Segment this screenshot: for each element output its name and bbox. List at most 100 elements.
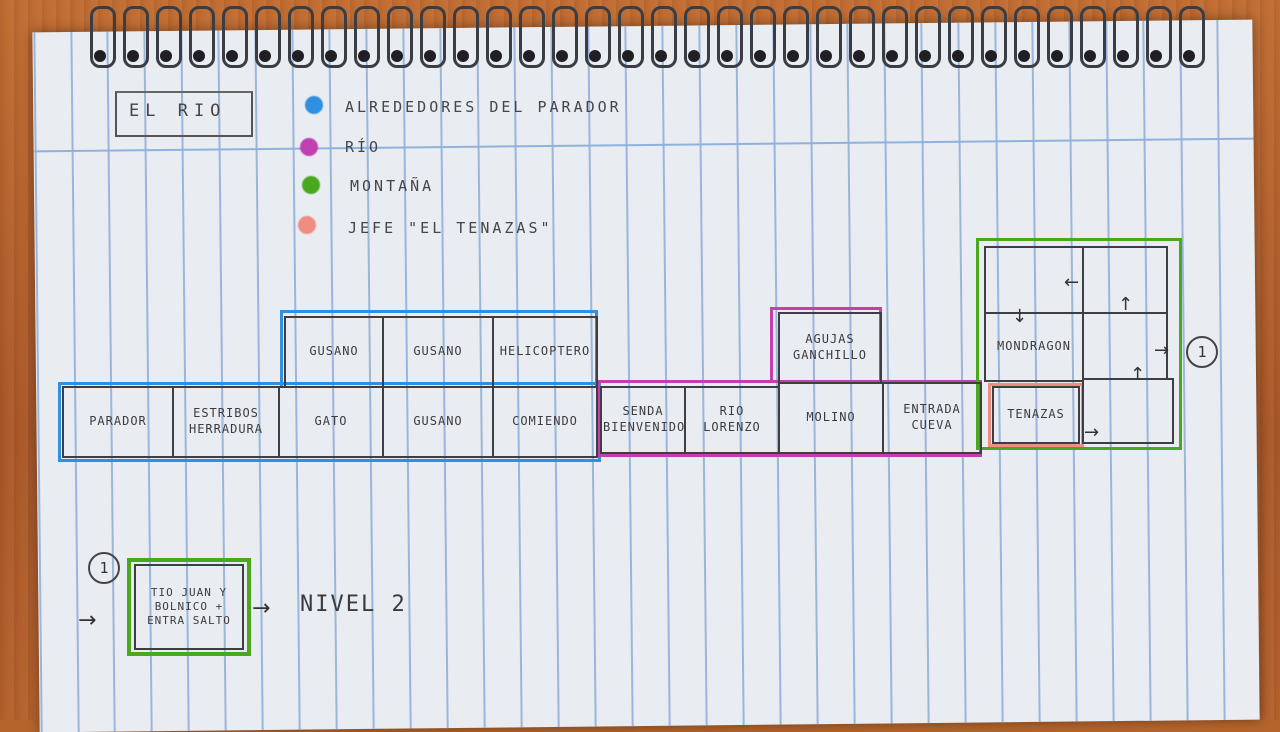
spiral-coil [255,6,281,68]
binding-hole [160,50,172,62]
legend-swatch-purple [300,138,318,156]
room-label: GUSANO [413,414,463,429]
legend-label: JEFE "EL TENAZAS" [348,219,553,237]
binding-hole [1084,50,1096,62]
spiral-binding [80,0,1205,70]
room-gusano-top-2: GUSANO [382,316,494,388]
legend-swatch-blue [305,96,323,114]
room-label: GUSANO [413,344,463,359]
binding-hole [226,50,238,62]
room-label: TENAZAS [1007,407,1065,422]
spiral-coil [915,6,941,68]
room-label: MONDRAGON [996,339,1072,354]
room-agujas: AGUJAS GANCHILLO [778,312,882,384]
arrow-left-icon: ← [1064,272,1080,293]
binding-hole [1150,50,1162,62]
arrow-down-icon: ↓ [1012,306,1028,327]
spiral-coil [420,6,446,68]
spiral-coil [849,6,875,68]
spiral-coil [1113,6,1139,68]
room-mountain-bottom-right [1082,378,1174,444]
spiral-coil [321,6,347,68]
spiral-coil [156,6,182,68]
room-helicoptero: HELICOPTERO [492,316,598,388]
arrow-right-icon: → [252,596,271,621]
legend-label: ALREDEDORES DEL PARADOR [345,98,622,116]
binding-hole [820,50,832,62]
marker-label: 1 [99,559,109,577]
level2-box-text: TIO JUAN Y BOLNICO + ENTRA SALTO [147,585,231,628]
spiral-coil [288,6,314,68]
spiral-coil [717,6,743,68]
room-label: MOLINO [806,410,856,425]
spiral-coil [453,6,479,68]
spiral-coil [981,6,1007,68]
room-label: ESTRIBOS HERRADURA [188,406,264,436]
arrow-right-icon: → [1084,422,1100,443]
spiral-coil [816,6,842,68]
arrow-right-icon: → [1154,340,1170,361]
spiral-coil [519,6,545,68]
spiral-coil [1014,6,1040,68]
spiral-coil [948,6,974,68]
binding-hole [424,50,436,62]
page-title: EL RIO [129,101,227,121]
binding-hole [787,50,799,62]
binding-hole [358,50,370,62]
room-gato: GATO [278,386,384,458]
room-label: HELICOPTERO [499,344,591,359]
binding-hole [622,50,634,62]
binding-hole [655,50,667,62]
spiral-coil [552,6,578,68]
spiral-coil [486,6,512,68]
binding-hole [985,50,997,62]
header-line [33,137,1254,153]
binding-hole [886,50,898,62]
binding-hole [1018,50,1030,62]
binding-hole [952,50,964,62]
binding-hole [1117,50,1129,62]
room-label: GATO [314,414,348,429]
room-mondragon: MONDRAGON [984,312,1084,382]
spiral-coil [222,6,248,68]
room-label: AGUJAS GANCHILLO [792,332,868,362]
spiral-coil [651,6,677,68]
legend-label: RÍO [345,138,382,156]
binding-hole [688,50,700,62]
room-gusano-top-1: GUSANO [284,316,384,388]
room-senda: SENDA BIENVENIDO [600,386,686,454]
binding-hole [325,50,337,62]
room-gusano-bottom: GUSANO [382,386,494,458]
binding-hole [391,50,403,62]
spiral-coil [684,6,710,68]
room-estribos: ESTRIBOS HERRADURA [172,386,280,458]
spiral-coil [1080,6,1106,68]
spiral-coil [618,6,644,68]
binding-hole [853,50,865,62]
marker-label: 1 [1197,343,1207,361]
binding-hole [292,50,304,62]
spiral-coil [354,6,380,68]
binding-hole [589,50,601,62]
spiral-coil [123,6,149,68]
spiral-coil [882,6,908,68]
binding-hole [1183,50,1195,62]
room-molino: MOLINO [778,382,884,454]
binding-hole [523,50,535,62]
binding-hole [556,50,568,62]
legend-swatch-green [302,176,320,194]
binding-hole [721,50,733,62]
room-parador: PARADOR [62,386,174,458]
binding-hole [259,50,271,62]
binding-hole [919,50,931,62]
arrow-up-icon: ↑ [1118,294,1134,315]
room-entrada-cueva: ENTRADA CUEVA [882,382,982,454]
room-label: SENDA BIENVENIDO [603,404,686,434]
binding-hole [193,50,205,62]
title-box: EL RIO [115,91,253,137]
spiral-coil [387,6,413,68]
room-label: GUSANO [309,344,359,359]
legend-label: MONTAÑA [350,177,435,195]
level2-label: NIVEL 2 [300,592,407,617]
arrow-right-icon: → [78,608,97,633]
